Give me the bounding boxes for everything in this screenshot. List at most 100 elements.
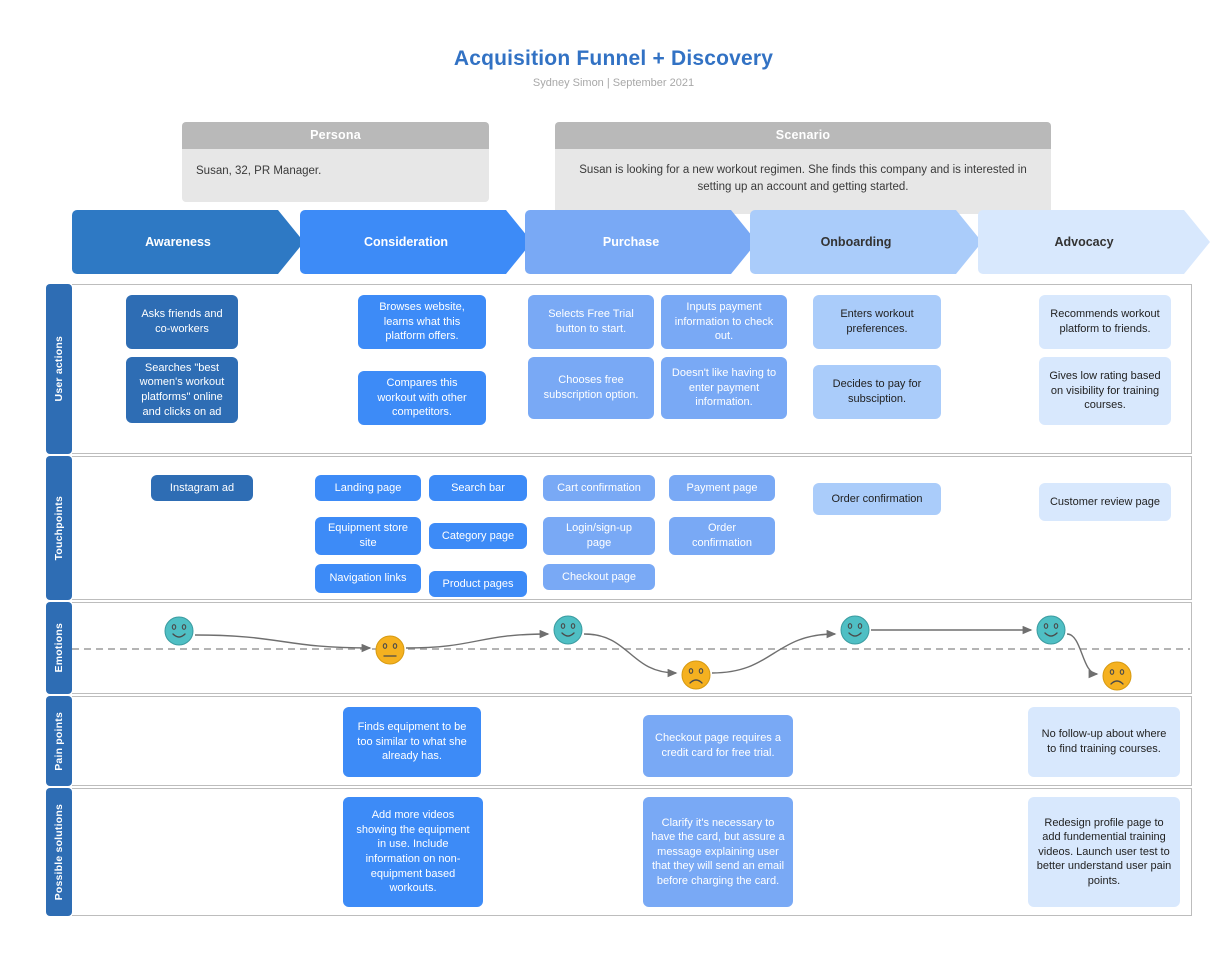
row-label-text: Emotions [53,623,65,673]
stage-label: Consideration [363,235,449,249]
user-action-card[interactable]: Enters workout preferences. [813,295,941,349]
user-action-card[interactable]: Asks friends and co-workers [126,295,238,349]
grid-column: Clarify it's necessary to have the card,… [642,789,794,915]
grid-column: Customer review page [1037,457,1173,599]
row-label-text: Touchpoints [53,495,65,561]
emotion-face-happy[interactable] [553,615,583,645]
user-action-card[interactable]: Selects Free Trial button to start. [528,295,654,349]
stage-consideration[interactable]: Consideration [300,210,532,274]
user-action-card[interactable]: Searches "best women's workout platforms… [126,357,238,423]
grid-column: Recommends workout platform to friends. G… [1037,285,1173,453]
emotion-connector [583,633,678,678]
row-label-text: Pain points [53,711,65,771]
user-action-card[interactable]: Compares this workout with other competi… [358,371,486,425]
touchpoint-chip[interactable]: Search bar [429,475,527,501]
touchpoint-chip[interactable]: Login/sign-up page [543,517,655,555]
stage-label: Onboarding [820,235,892,249]
touchpoint-chip[interactable]: Landing page [315,475,421,501]
emotion-face-happy[interactable] [1036,615,1066,645]
pain-point-card[interactable]: Checkout page requires a credit card for… [643,715,793,777]
user-action-card[interactable]: Browses website, learns what this platfo… [358,295,486,349]
grid-column: Selects Free Trial button to start. Choos… [527,285,655,453]
row-label-pain-points: Pain points [46,696,72,786]
touchpoint-chip[interactable]: Order confirmation [669,517,775,555]
solution-card[interactable]: Add more videos showing the equipment in… [343,797,483,907]
row-body-emotions [72,602,1192,694]
touchpoint-chip[interactable]: Customer review page [1039,483,1171,521]
touchpoint-chip[interactable]: Category page [429,523,527,549]
row-label-possible-solutions: Possible solutions [46,788,72,916]
touchpoint-chip[interactable]: Product pages [429,571,527,597]
stage-onboarding[interactable]: Onboarding [750,210,982,274]
pain-point-card[interactable]: Finds equipment to be too similar to wha… [343,707,481,777]
grid-column: Order confirmation [812,457,942,599]
grid-column: No follow-up about where to find trainin… [1027,697,1181,785]
grid-column: Inputs payment information to check out.… [660,285,788,453]
row-label-emotions: Emotions [46,602,72,694]
row-emotions: Emotions [46,602,1192,694]
emotion-face-happy[interactable] [840,615,870,645]
stage-arrow-bar: Awareness Consideration Purchase Onboarding… [72,210,1184,274]
user-action-card[interactable]: Decides to pay for subsciption. [813,365,941,419]
user-action-card[interactable]: Inputs payment information to check out. [661,295,787,349]
row-body-possible-solutions: Add more videos showing the equipment in… [72,788,1192,916]
emotion-face-sad[interactable] [681,660,711,690]
touchpoint-chip[interactable]: Checkout page [543,564,655,590]
emotion-face-sad[interactable] [1102,661,1132,691]
solution-card[interactable]: Clarify it's necessary to have the card,… [643,797,793,907]
persona-text: Susan, 32, PR Manager. [182,149,489,203]
touchpoint-chip[interactable]: Payment page [669,475,775,501]
stage-purchase[interactable]: Purchase [525,210,757,274]
grid-column: Finds equipment to be too similar to wha… [342,697,482,785]
user-action-card[interactable]: Chooses free subscription option. [528,357,654,419]
page-subtitle: Sydney Simon | September 2021 [532,77,695,89]
user-action-card[interactable]: Recommends workout platform to friends. [1039,295,1171,349]
emotion-svg [72,615,1190,691]
grid-column: Add more videos showing the equipment in… [342,789,484,915]
user-action-card[interactable]: Gives low rating based on visibility for… [1039,357,1171,425]
scenario-text: Susan is looking for a new workout regim… [555,149,1051,214]
pain-point-card[interactable]: No follow-up about where to find trainin… [1028,707,1180,777]
row-label-user-actions: User actions [46,284,72,454]
row-possible-solutions: Possible solutions Add more videos showin… [46,788,1192,916]
page-title: Acquisition Funnel + Discovery [453,47,774,70]
touchpoint-chip[interactable]: Instagram ad [151,475,253,501]
stage-awareness[interactable]: Awareness [72,210,304,274]
solution-card[interactable]: Redesign profile page to add fundementia… [1028,797,1180,907]
emotion-connector [1066,633,1099,679]
row-label-text: Possible solutions [53,803,65,901]
emotion-connector [194,634,372,653]
grid-column: Enters workout preferences. Decides to pa… [812,285,942,453]
row-body-pain-points: Finds equipment to be too similar to wha… [72,696,1192,786]
row-label-touchpoints: Touchpoints [46,456,72,600]
touchpoint-chip[interactable]: Navigation links [315,564,421,593]
emotion-connector [405,629,550,649]
stage-label: Awareness [145,235,211,249]
scenario-box: Scenario Susan is looking for a new work… [555,122,1051,214]
touchpoint-chip[interactable]: Cart confirmation [543,475,655,501]
emotion-curve [72,603,1191,693]
emotion-face-neutral[interactable] [375,635,405,665]
touchpoint-chip[interactable]: Order confirmation [813,483,941,515]
persona-heading: Persona [182,122,489,149]
user-action-card[interactable]: Doesn't like having to enter payment inf… [661,357,787,419]
stage-label: Purchase [602,235,660,249]
stage-advocacy[interactable]: Advocacy [978,210,1210,274]
grid-column: Browses website, learns what this platfo… [357,285,487,453]
emotion-connector [711,629,837,674]
scenario-heading: Scenario [555,122,1051,149]
emotion-face-happy[interactable] [164,616,194,646]
touchpoint-chip[interactable]: Equipment store site [315,517,421,555]
grid-column: Instagram ad [150,457,254,599]
grid-column: Checkout page requires a credit card for… [642,697,794,785]
